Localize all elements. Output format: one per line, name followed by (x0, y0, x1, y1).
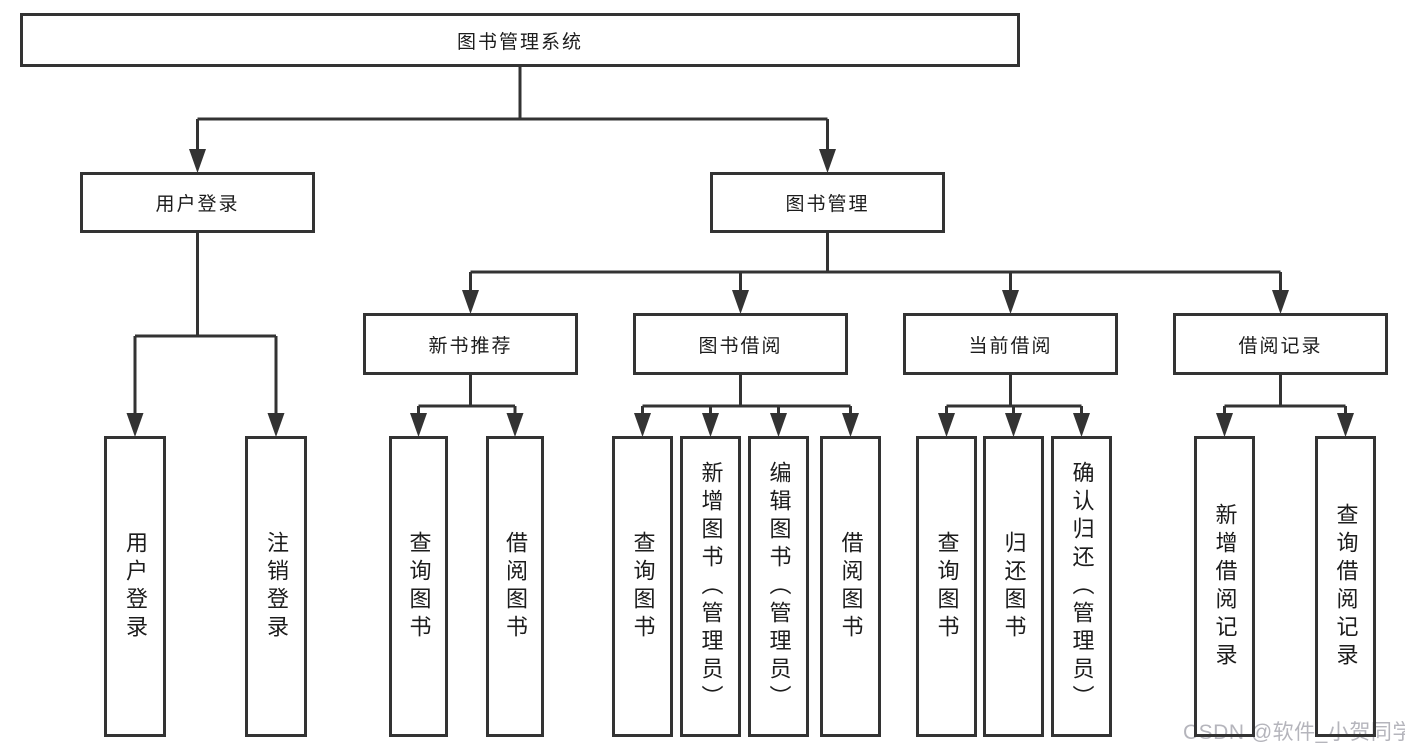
arrow-icon (732, 290, 749, 314)
node-label: 用户登录 (123, 530, 148, 643)
arrow-icon (189, 149, 206, 173)
node-label: 新增图书（管理员） (698, 460, 724, 713)
node-logout: 注销登录 (245, 436, 307, 737)
arrow-icon (126, 413, 144, 437)
node-label: 查询图书 (630, 530, 656, 643)
arrow-icon (410, 413, 427, 437)
arrow-icon (770, 413, 787, 437)
arrow-icon (634, 413, 651, 437)
connector-borrow-records (1223, 375, 1347, 416)
node-query-borrow-record: 查询借阅记录 (1315, 436, 1376, 737)
node-edit-books-admin: 编辑图书（管理员） (748, 436, 809, 737)
arrow-icon (462, 290, 479, 314)
arrow-icon (506, 413, 524, 437)
node-confirm-return-admin: 确认归还（管理员） (1051, 436, 1112, 737)
arrow-icon (702, 413, 719, 437)
arrow-icon (1272, 290, 1289, 314)
node-add-books-admin: 新增图书（管理员） (680, 436, 741, 737)
arrow-icon (1216, 413, 1233, 437)
node-return-books: 归还图书 (983, 436, 1044, 737)
node-book-management: 图书管理 (710, 172, 945, 233)
node-label: 新增借阅记录 (1212, 502, 1238, 671)
node-label: 确认归还（管理员） (1069, 460, 1095, 713)
node-query-books-3: 查询图书 (916, 436, 977, 737)
node-new-book-recommend: 新书推荐 (363, 313, 578, 375)
connector-book-management (469, 233, 1282, 291)
node-label: 图书管理 (785, 194, 870, 215)
arrow-icon (938, 413, 955, 437)
node-library-system: 图书管理系统 (20, 13, 1020, 67)
node-label: 图书管理系统 (456, 31, 583, 53)
node-query-books-2: 查询图书 (612, 436, 673, 737)
connector-book-borrow (641, 375, 852, 416)
node-query-books-1: 查询图书 (389, 436, 448, 737)
node-add-borrow-record: 新增借阅记录 (1194, 436, 1255, 737)
node-label: 借阅图书 (838, 530, 864, 643)
node-label: 借阅图书 (503, 530, 528, 643)
node-borrow-records: 借阅记录 (1173, 313, 1388, 375)
node-borrow-books-2: 借阅图书 (820, 436, 881, 737)
watermark: CSDN @软件_小贺同学 (1183, 721, 1405, 744)
connector-current-borrow (945, 375, 1083, 416)
arrow-icon (1005, 413, 1022, 437)
node-user-login-leaf: 用户登录 (104, 436, 166, 737)
node-label: 用户登录 (155, 194, 240, 215)
node-user-login: 用户登录 (80, 172, 315, 233)
connector-new-book (417, 375, 517, 416)
connector-root (196, 67, 829, 152)
node-label: 注销登录 (264, 530, 289, 643)
node-label: 归还图书 (1001, 530, 1027, 643)
node-label: 新书推荐 (428, 335, 513, 357)
arrow-icon (842, 413, 859, 437)
node-label: 当前借阅 (968, 335, 1053, 357)
arrow-icon (819, 149, 836, 173)
node-label: 编辑图书（管理员） (766, 460, 792, 713)
node-book-borrow: 图书借阅 (633, 313, 848, 375)
node-label: 查询图书 (406, 530, 432, 643)
connector-user-login (133, 233, 278, 416)
node-borrow-books-1: 借阅图书 (486, 436, 544, 737)
node-label: 查询借阅记录 (1333, 502, 1359, 671)
node-current-borrow: 当前借阅 (903, 313, 1118, 375)
node-label: 借阅记录 (1238, 335, 1323, 357)
arrow-icon (1002, 290, 1019, 314)
arrow-icon (1073, 413, 1090, 437)
arrow-icon (1337, 413, 1354, 437)
node-label: 图书借阅 (698, 335, 783, 357)
arrow-icon (267, 413, 285, 437)
node-label: 查询图书 (934, 530, 960, 643)
